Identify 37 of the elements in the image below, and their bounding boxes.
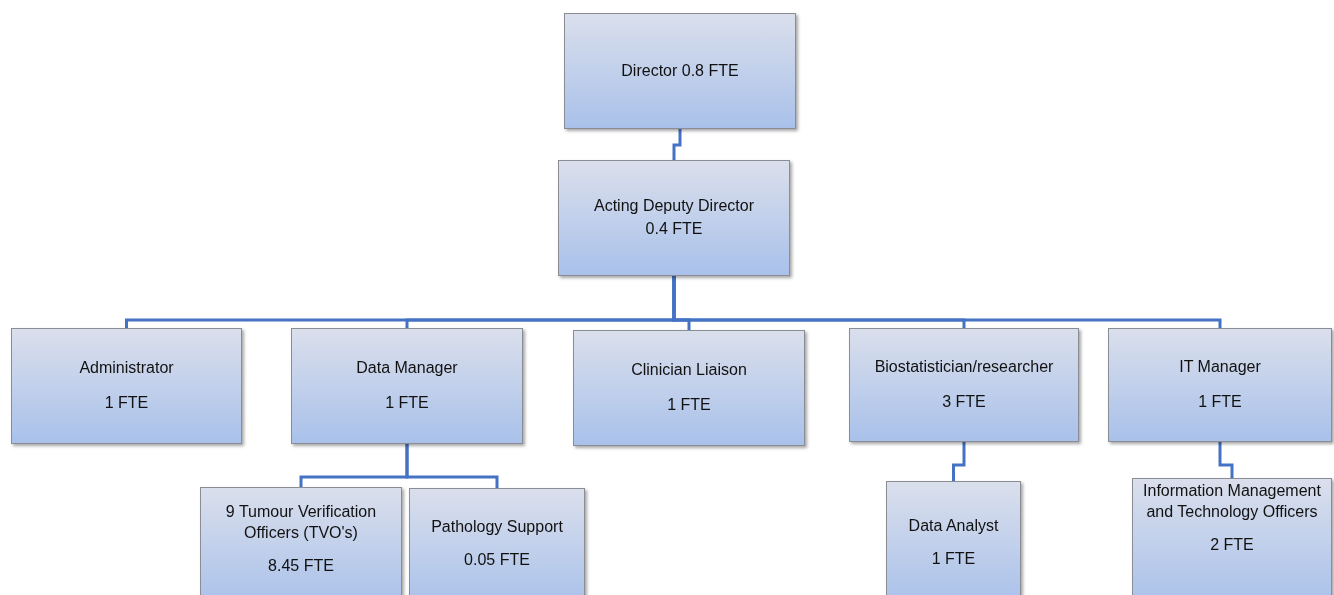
fte-value: 8.45 FTE <box>268 555 334 576</box>
fte-value: 1 FTE <box>385 393 429 413</box>
role-title: Information Management and Technology Officers <box>1142 481 1322 522</box>
fte-value: 2 FTE <box>1210 534 1254 555</box>
connector-line <box>672 129 682 160</box>
role-title: Data Manager <box>356 358 458 379</box>
role-box <box>573 330 805 446</box>
connector-line <box>952 442 966 481</box>
role-title: Pathology Support <box>431 517 563 537</box>
role-box <box>1132 478 1332 595</box>
fte-value: 1 FTE <box>104 393 149 413</box>
role-title: Clinician Liaison <box>631 360 747 381</box>
fte-value: 1 FTE <box>931 548 976 569</box>
role-box <box>886 481 1021 595</box>
role-title: Acting Deputy Director <box>593 196 755 217</box>
connector-line <box>672 276 1222 328</box>
role-box <box>564 13 796 129</box>
role-title: Director 0.8 FTE <box>621 60 739 81</box>
fte-value: 1 FTE <box>667 395 711 415</box>
role-title: IT Manager <box>1179 357 1261 378</box>
fte-value: 3 FTE <box>942 392 986 412</box>
role-box <box>11 328 242 444</box>
role-box <box>558 160 790 276</box>
role-title: Data Analyst <box>908 516 999 536</box>
role-box <box>200 487 402 595</box>
role-title: Biostatistician/researcher <box>874 357 1054 378</box>
role-box <box>409 488 585 595</box>
role-title: Administrator <box>79 358 174 379</box>
connector-line <box>1218 442 1234 478</box>
role-box <box>1108 328 1332 442</box>
role-title: 9 Tumour Verification Officers (TVO's) <box>224 502 378 543</box>
fte-value: 1 FTE <box>1198 392 1242 412</box>
role-box <box>849 328 1079 442</box>
fte-value: 0.4 FTE <box>645 219 703 239</box>
role-box <box>291 328 523 444</box>
fte-value: 0.05 FTE <box>464 549 530 570</box>
connector-line <box>405 444 499 488</box>
